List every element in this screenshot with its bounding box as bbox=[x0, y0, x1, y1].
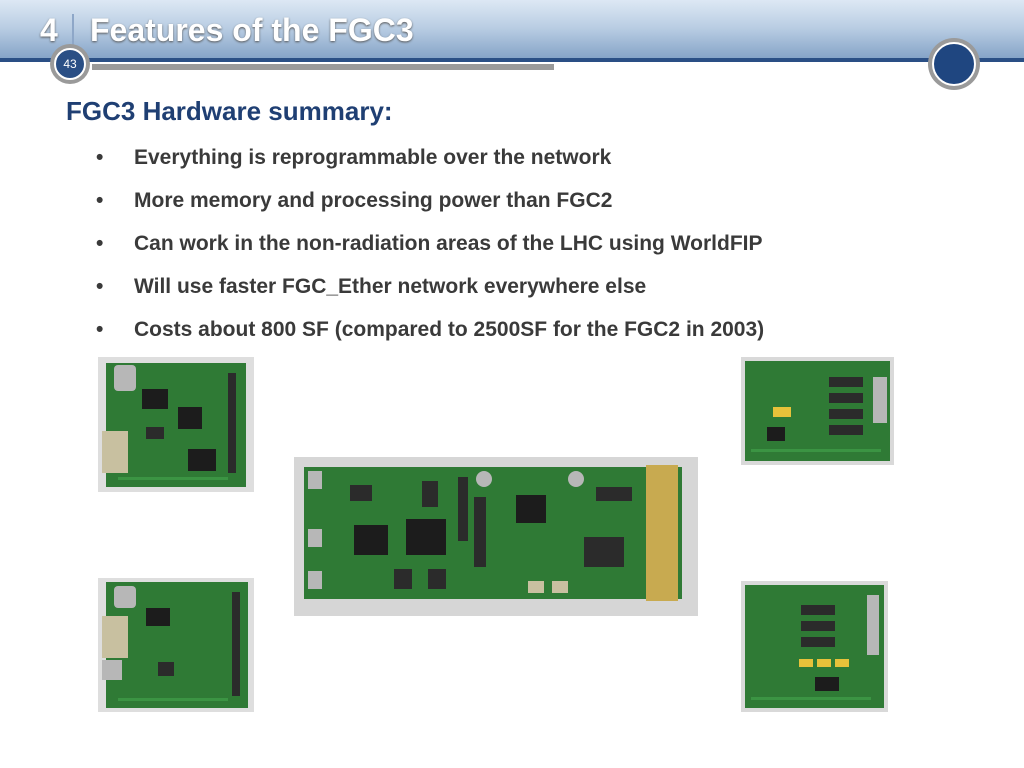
decorative-circle-inner bbox=[932, 42, 976, 86]
ethernet-card-photo bbox=[98, 578, 254, 712]
bullet-icon: • bbox=[96, 275, 104, 298]
bullet-icon: • bbox=[96, 318, 104, 341]
slide-title: Features of the FGC3 bbox=[90, 12, 414, 48]
bullet-item: • More memory and processing power than F… bbox=[96, 185, 764, 228]
bullet-item: • Costs about 800 SF (compared to 2500SF … bbox=[96, 314, 764, 357]
analog-card-top-photo bbox=[741, 357, 894, 465]
bullet-icon: • bbox=[96, 189, 104, 212]
main-fgc3-board-photo bbox=[294, 457, 698, 616]
bullet-text: Will use faster FGC_Ether network everyw… bbox=[134, 275, 647, 298]
bullet-item: • Everything is reprogrammable over the n… bbox=[96, 142, 764, 185]
slide-header: 4 Features of the FGC3 bbox=[0, 0, 1024, 62]
bullet-list: • Everything is reprogrammable over the n… bbox=[96, 142, 764, 357]
bullet-icon: • bbox=[96, 232, 104, 255]
bullet-icon: • bbox=[96, 146, 104, 169]
bullet-text: More memory and processing power than FG… bbox=[134, 189, 613, 212]
page-number: 43 bbox=[54, 48, 86, 80]
worldfip-card-photo bbox=[98, 357, 254, 492]
bullet-item: • Can work in the non-radiation areas of … bbox=[96, 228, 764, 271]
bullet-item: • Will use faster FGC_Ether network every… bbox=[96, 271, 764, 314]
bullet-text: Costs about 800 SF (compared to 2500SF f… bbox=[134, 318, 765, 341]
analog-card-bottom-photo bbox=[741, 581, 888, 712]
section-subtitle: FGC3 Hardware summary: bbox=[66, 96, 393, 126]
page-number-badge: 43 bbox=[50, 44, 90, 84]
grey-accent-bar bbox=[92, 64, 554, 70]
decorative-circle bbox=[928, 38, 980, 90]
bullet-text: Can work in the non-radiation areas of t… bbox=[134, 232, 763, 255]
header-rule bbox=[0, 58, 1024, 62]
bullet-text: Everything is reprogrammable over the ne… bbox=[134, 146, 612, 169]
header-separator bbox=[72, 14, 74, 48]
section-number: 4 bbox=[40, 12, 58, 48]
